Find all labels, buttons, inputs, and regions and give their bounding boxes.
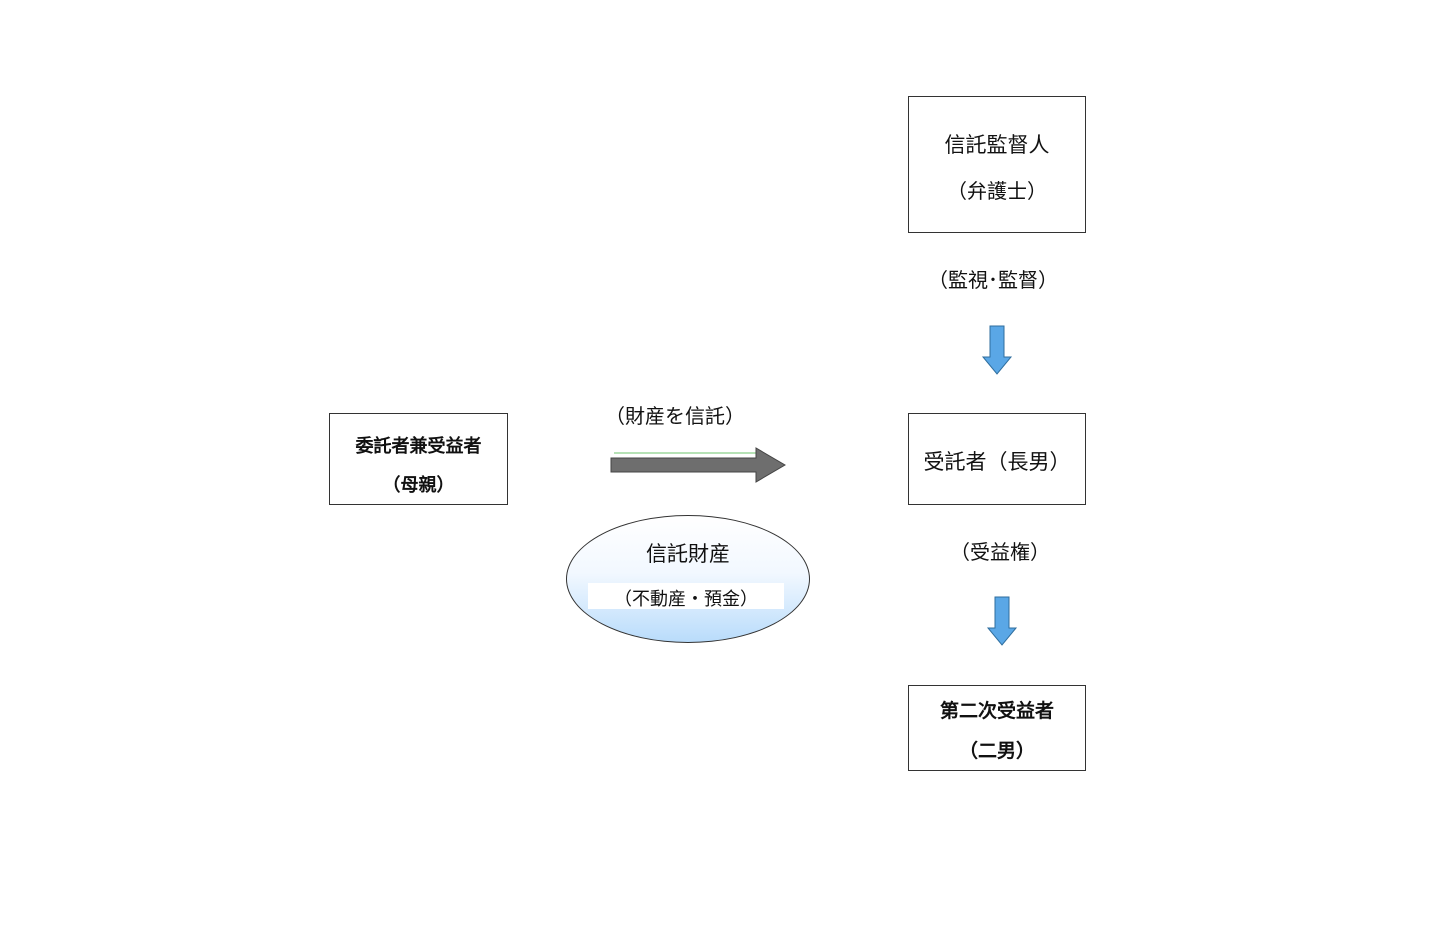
trust-property-subtitle-background [588, 583, 784, 609]
trust-property-ellipse: 信託財産 （不動産・預金） [566, 515, 810, 643]
settlor-box: 委託者兼受益者 （母親） [329, 413, 508, 505]
trust-property-subtitle: （不動産・預金） [614, 589, 758, 610]
transfer-arrow-shape [610, 447, 786, 483]
transfer-label: （財産を信託） [605, 404, 745, 428]
supervisor-box: 信託監督人 （弁護士） [908, 96, 1086, 233]
settlor-relation: （母親） [382, 475, 455, 496]
benefit-label: （受益権） [950, 540, 1050, 564]
supervisor-role: （弁護士） [947, 179, 1047, 203]
trustee-box: 受託者（長男） [908, 413, 1086, 505]
settlor-label: 委託者兼受益者 [355, 436, 482, 457]
second-beneficiary-box: 第二次受益者 （二男） [908, 685, 1086, 771]
benefit-down-arrow [986, 596, 1018, 646]
supervision-label: （監視･監督） [928, 268, 1058, 292]
trustee-label: 受託者（長男） [923, 450, 1071, 474]
second-beneficiary-relation: （二男） [958, 740, 1035, 762]
second-beneficiary-label: 第二次受益者 [939, 700, 1054, 722]
supervisor-label: 信託監督人 [944, 133, 1050, 157]
trust-property-title: 信託財産 [646, 542, 730, 566]
transfer-arrow [610, 447, 786, 483]
supervision-down-arrow [981, 325, 1013, 375]
